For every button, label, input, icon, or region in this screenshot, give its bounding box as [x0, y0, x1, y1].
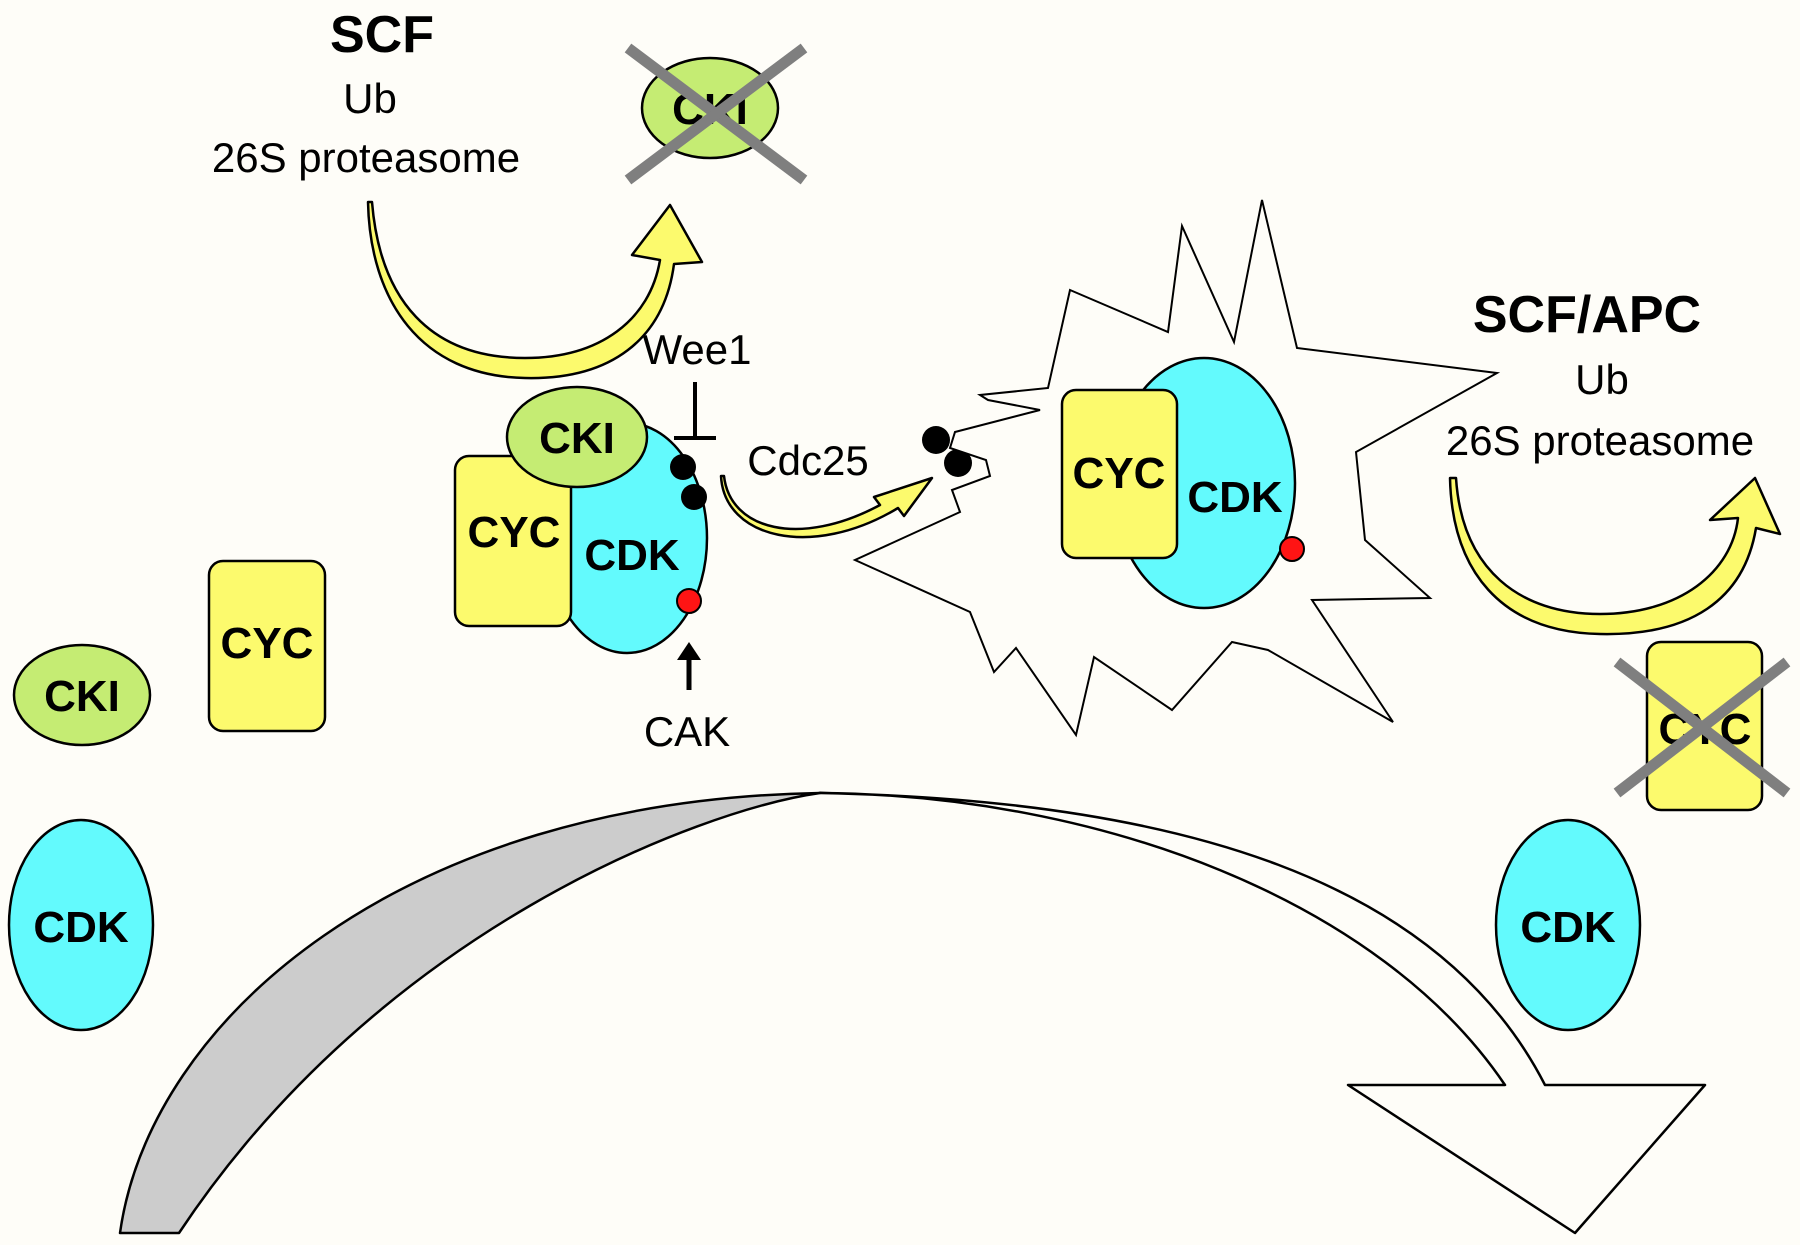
- cdk-label-in-complex: CDK: [584, 531, 680, 580]
- scf-degradation-arrow: [366, 200, 704, 380]
- free-cdk-right: CDK: [1494, 818, 1642, 1032]
- inhibited-complex: CKI CYC CDK: [453, 385, 709, 655]
- cdk-protein-right: [1494, 818, 1642, 1032]
- cyc-label: CYC: [221, 619, 314, 668]
- wee1-label: Wee1: [643, 326, 752, 373]
- cdk-label: CDK: [33, 903, 129, 952]
- activating-phosphate-active: [1279, 536, 1305, 562]
- cki-protein: [12, 643, 152, 747]
- scf-apc-ub: Ub: [1575, 356, 1629, 403]
- free-cdk: CDK: [7, 818, 155, 1032]
- degradation-cross-icon: [624, 43, 808, 185]
- cak-activation-arrow-icon: [677, 642, 701, 690]
- cdk-label-active: CDK: [1187, 473, 1283, 522]
- cak-label: CAK: [644, 708, 730, 755]
- cycle-arrow-body: [818, 791, 1707, 1235]
- cdc25-dephosphorylation-arrow: [719, 474, 934, 539]
- cki-label: CKI: [44, 672, 120, 721]
- scf-apc-degradation-arrow: [1448, 476, 1782, 636]
- cdk-label-right: CDK: [1520, 903, 1616, 952]
- cyc-label-in-complex: CYC: [468, 508, 561, 557]
- scf-ub: Ub: [343, 75, 397, 122]
- cki-protein-in-complex: [505, 385, 649, 489]
- degraded-cki: CKI: [624, 43, 808, 185]
- cdk-protein: [7, 818, 155, 1032]
- scf-proteasome: 26S proteasome: [212, 134, 520, 181]
- degraded-cyc: CYC: [1613, 640, 1791, 812]
- free-cki: CKI: [12, 643, 152, 747]
- inhibitory-phosphate-1: [670, 454, 696, 480]
- cdc25-label: Cdc25: [747, 437, 868, 484]
- degradation-cross-icon-cyc: [1613, 657, 1791, 798]
- scf-title: SCF: [330, 6, 434, 64]
- scf-apc-proteasome: 26S proteasome: [1446, 417, 1754, 464]
- inhibitory-phosphate-2: [681, 484, 707, 510]
- cycle-arrow-shadow: [118, 791, 822, 1235]
- released-phosphate-1: [922, 426, 950, 454]
- cki-label-in-complex: CKI: [539, 414, 615, 463]
- scf-apc-title: SCF/APC: [1473, 286, 1701, 344]
- activating-phosphate: [676, 588, 702, 614]
- free-cyc: CYC: [207, 559, 327, 733]
- active-complex: CYC CDK: [1060, 356, 1305, 610]
- cyc-label-active: CYC: [1073, 449, 1166, 498]
- cyc-protein: [207, 559, 327, 733]
- wee1-inhibition-bar-icon: [674, 382, 716, 440]
- released-phosphate-2: [944, 449, 972, 477]
- scf-apc-label-block: SCF/APC Ub 26S proteasome: [1446, 286, 1754, 464]
- scf-label-block: SCF Ub 26S proteasome: [212, 6, 520, 181]
- cyc-protein-active: [1060, 388, 1179, 560]
- cell-cycle-progression-arrow: [118, 791, 1707, 1235]
